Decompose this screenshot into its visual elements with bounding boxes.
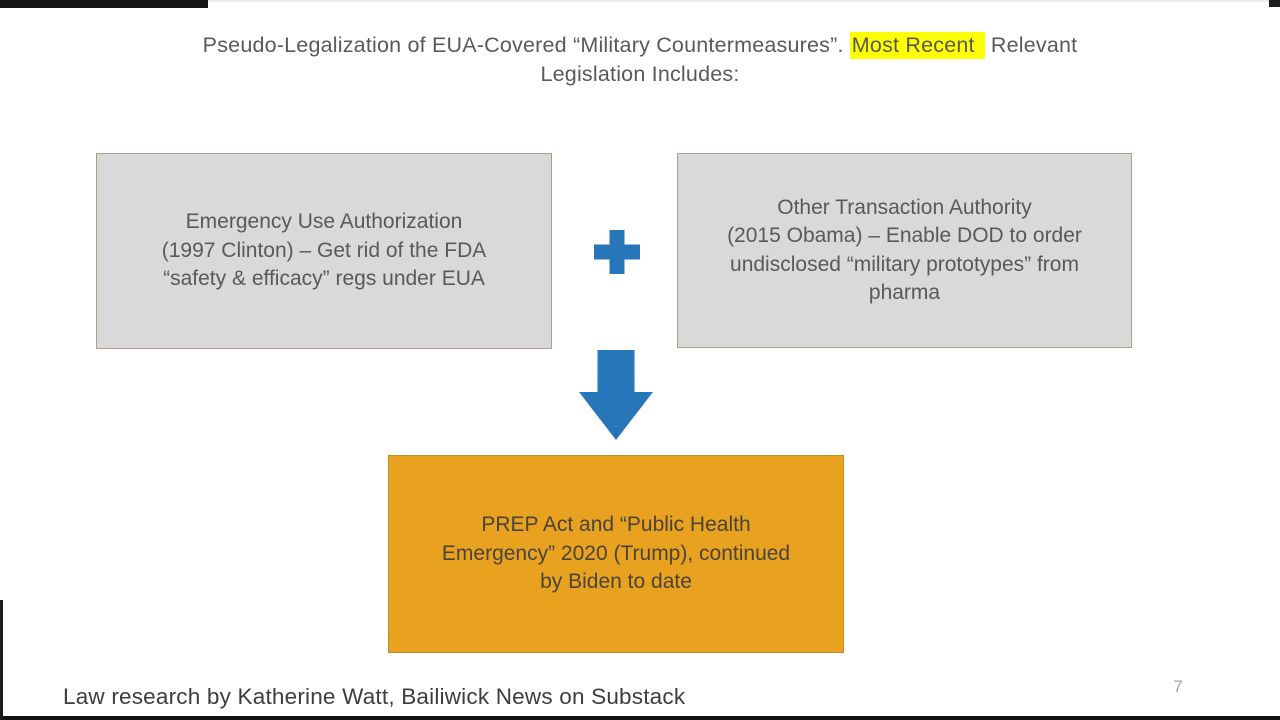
ota-box: Other Transaction Authority (2015 Obama)… — [677, 153, 1132, 348]
eua-box-text: Emergency Use Authorization (1997 Clinto… — [161, 210, 487, 291]
title-text-pre: Pseudo-Legalization of EUA-Covered “Mili… — [202, 33, 850, 57]
slide-title: Pseudo-Legalization of EUA-Covered “Mili… — [0, 31, 1280, 89]
letterbox-top-line — [0, 0, 1280, 2]
down-arrow-icon — [579, 350, 653, 440]
title-highlight: Most Recent — [849, 32, 985, 59]
prep-box: PREP Act and “Public Health Emergency” 2… — [388, 455, 844, 653]
title-text-post: Relevant — [984, 33, 1078, 57]
prep-box-text: PREP Act and “Public Health Emergency” 2… — [441, 513, 791, 594]
letterbox-bottom — [0, 716, 1280, 720]
title-line-2: Legislation Includes: — [540, 62, 740, 86]
letterbox-left — [0, 600, 3, 720]
letterbox-top-left — [0, 0, 208, 8]
title-line-1: Pseudo-Legalization of EUA-Covered “Mili… — [0, 31, 1280, 60]
eua-box: Emergency Use Authorization (1997 Clinto… — [96, 153, 552, 349]
ota-box-text: Other Transaction Authority (2015 Obama)… — [727, 195, 1082, 305]
page-number: 7 — [1173, 677, 1183, 696]
footer-credit: Law research by Katherine Watt, Bailiwic… — [63, 684, 686, 709]
plus-icon — [594, 230, 640, 274]
letterbox-top-right — [1269, 0, 1280, 7]
